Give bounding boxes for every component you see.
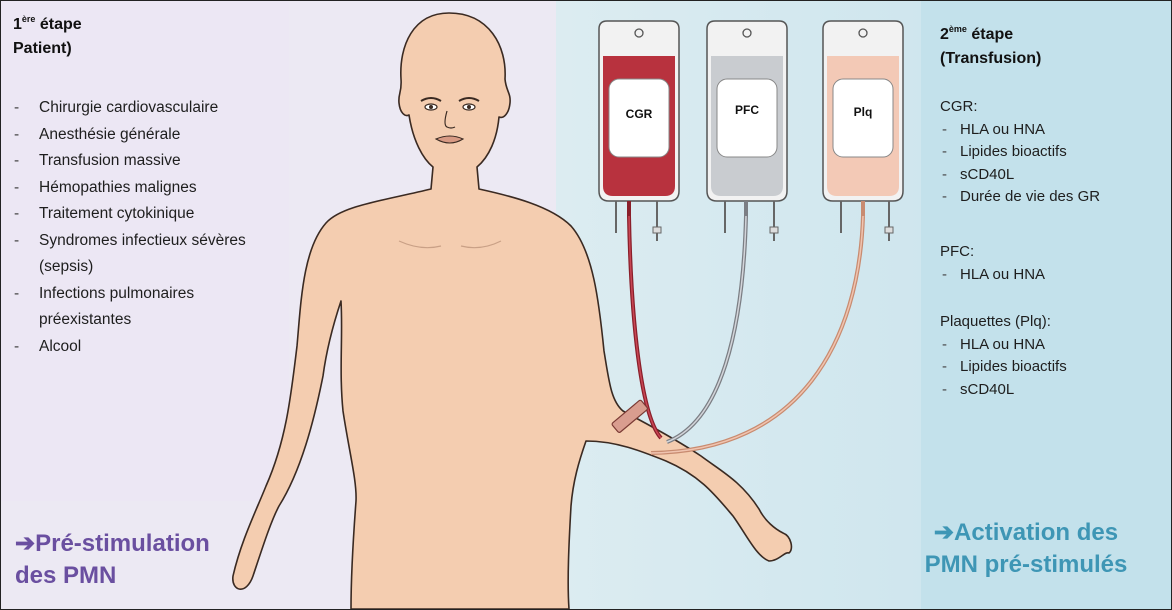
list-item: Alcool [11,334,281,361]
list-item: Lipides bioactifs [940,141,1100,164]
step2-heading: 2ème étape (Transfusion) [940,17,1041,71]
list-item: sCD40L [940,164,1100,187]
cgr-bag [599,21,679,241]
list-item: Anesthésie générale [11,122,281,149]
pfc-bag-label: PFC [727,103,767,117]
list-item: Syndromes infectieux sévères (sepsis) [11,228,254,281]
list-item: Durée de vie des GR [940,186,1100,209]
list-item: Lipides bioactifs [940,356,1067,379]
pfc-bag [707,21,787,241]
list-item: Hémopathies malignes [11,175,199,202]
cgr-bag-label: CGR [619,107,659,121]
step2-conclusion: ➔Activation des PMN pré-stimulés [887,517,1165,581]
list-item: HLA ou HNA [940,264,1045,287]
list-item: HLA ou HNA [940,119,1100,142]
step1-conclusion: ➔Pré-stimulation des PMN [15,528,210,592]
group-title: PFC: [940,241,1045,264]
list-item: Infections pulmonaires préexistantes [11,281,199,334]
pfc-factor-group: PFC: HLA ou HNA [940,241,1045,286]
step1-factor-list: Chirurgie cardiovasculaire Anesthésie gé… [11,95,281,360]
plq-factor-group: Plaquettes (Plq): HLA ou HNA Lipides bio… [940,311,1067,401]
list-item: Chirurgie cardiovasculaire [11,95,249,122]
plq-bag [823,21,903,241]
group-title: CGR: [940,96,1100,119]
list-item: sCD40L [940,379,1067,402]
group-title: Plaquettes (Plq): [940,311,1067,334]
list-item: Transfusion massive [11,148,281,175]
list-item: HLA ou HNA [940,334,1067,357]
cgr-factor-group: CGR: HLA ou HNA Lipides bioactifs sCD40L… [940,96,1100,209]
list-item: Traitement cytokinique [11,201,199,228]
plq-tube [651,216,863,453]
step1-heading: 1ère étape Patient) [13,7,82,61]
plq-bag-label: Plq [843,105,883,119]
